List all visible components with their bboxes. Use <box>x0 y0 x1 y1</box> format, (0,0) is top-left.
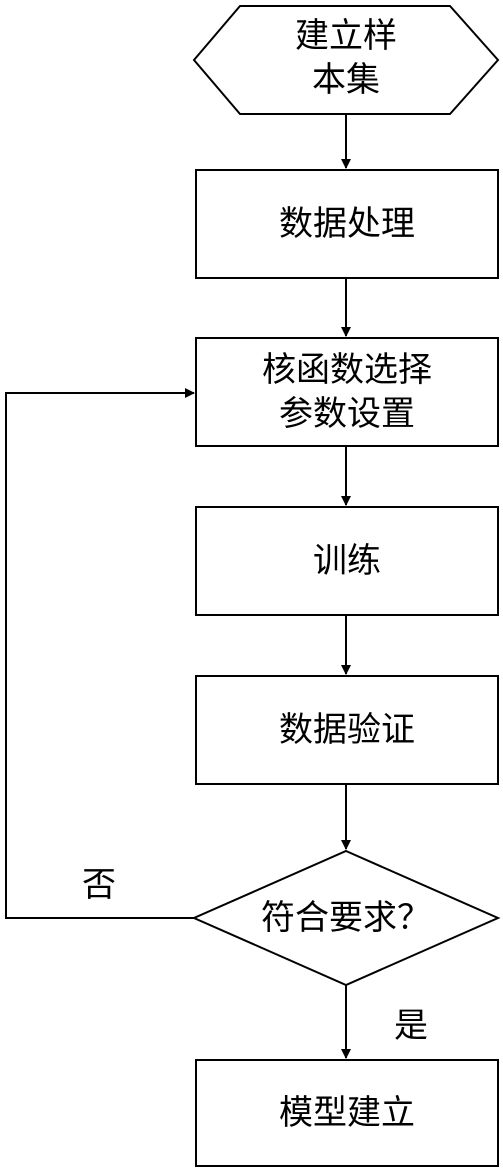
training-label: 训练 <box>313 541 381 581</box>
yes-label: 是 <box>394 1006 428 1046</box>
model-build-box <box>195 1059 499 1167</box>
kernel-params-line2: 参数设置 <box>279 394 415 434</box>
start-label-line1: 建立样 <box>295 16 397 56</box>
validation-box <box>195 675 499 785</box>
no-loop-line <box>5 388 195 919</box>
model-build-label: 模型建立 <box>279 1093 415 1133</box>
data-processing-label: 数据处理 <box>279 204 415 244</box>
decision-label: 符合要求？ <box>261 898 431 938</box>
start-hexagon <box>192 5 500 115</box>
kernel-params-box <box>195 337 499 447</box>
start-label-line2: 本集 <box>312 60 380 100</box>
kernel-params-label: 核函数选择 参数设置 <box>196 348 498 436</box>
training-box <box>195 506 499 616</box>
validation-label: 数据验证 <box>279 710 415 750</box>
kernel-params-line1: 核函数选择 <box>262 350 432 390</box>
no-label: 否 <box>82 865 116 905</box>
data-processing-box <box>195 169 499 279</box>
start-label: 建立样 本集 <box>246 14 446 102</box>
